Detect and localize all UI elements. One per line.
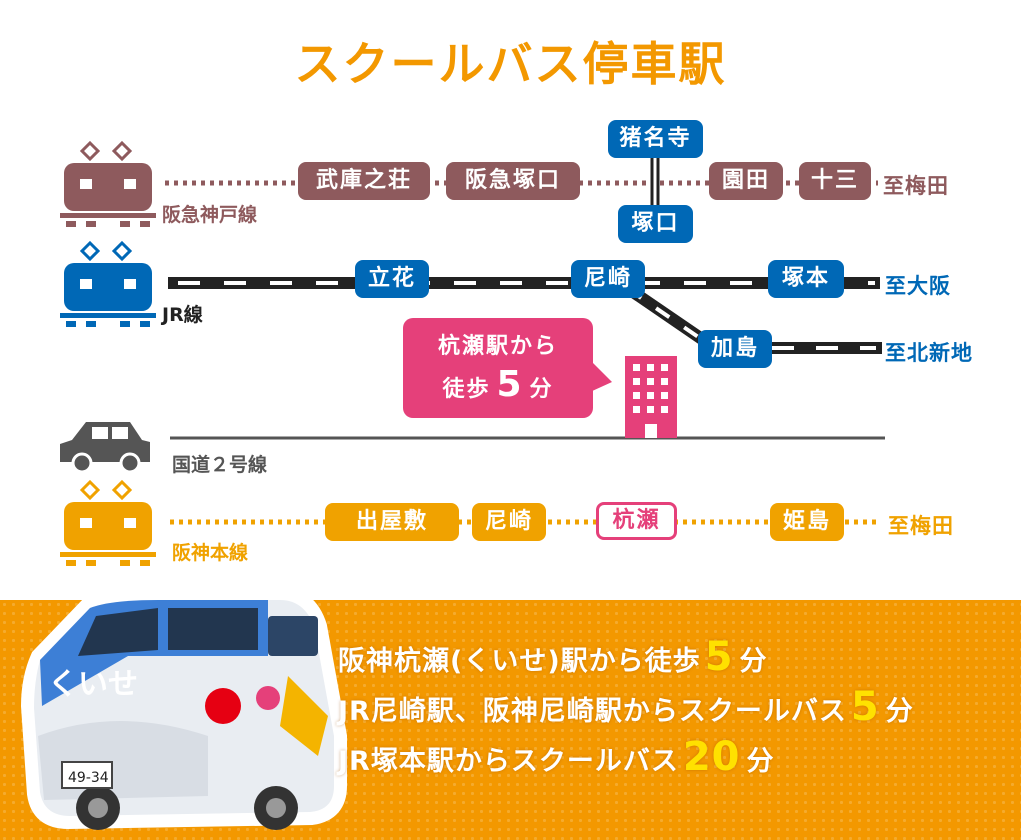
route-map: [60, 140, 885, 566]
hanshin-line-name: 阪神本線: [172, 542, 249, 564]
callout-line1: 杭瀬駅から: [437, 334, 558, 359]
jr-branch-destination: 至北新地: [885, 341, 973, 365]
road-name: 国道２号線: [172, 454, 268, 476]
station-deyashiki: 出屋敷: [325, 503, 459, 541]
school-bus-image: くいせ 49-34: [18, 586, 358, 840]
station-himejima: 姫島: [770, 503, 844, 541]
hanshin-destination: 至梅田: [888, 514, 954, 538]
callout-prefix: 徒歩: [442, 377, 491, 402]
access-row-text: 阪神杭瀬(くいせ)駅から徒歩: [338, 646, 701, 677]
access-row-number: 5: [704, 634, 734, 680]
station-hanshin-amagasaki: 尼崎: [472, 503, 546, 541]
station-inadera: 猪名寺: [608, 120, 703, 158]
access-row-number: 20: [682, 734, 741, 780]
access-row-unit: 分: [746, 746, 775, 777]
station-hankyu-tsukaguchi: 阪急塚口: [446, 162, 580, 200]
station-tsukaguchi: 塚口: [618, 205, 693, 243]
station-tachibana: 立花: [355, 260, 429, 298]
access-row-text: JR尼崎駅、阪神尼崎駅からスクールバス: [338, 696, 847, 727]
station-juso: 十三: [799, 162, 871, 200]
access-row-text: JR塚本駅からスクールバス: [338, 746, 679, 777]
access-row-number: 5: [850, 684, 880, 730]
jr-line-name: JR線: [162, 304, 203, 326]
van-plate: 49-34: [68, 770, 109, 786]
hankyu-train-icon: [60, 140, 156, 227]
access-row-unit: 分: [739, 646, 768, 677]
page-title: スクールバス停車駅: [294, 37, 727, 91]
hanshin-train-icon: [60, 479, 156, 566]
callout-number: 5: [496, 364, 524, 405]
jr-train-icon: [60, 240, 156, 327]
station-jr-amagasaki: 尼崎: [571, 260, 645, 298]
station-kuise: 杭瀬: [596, 502, 677, 540]
jr-destination: 至大阪: [885, 274, 951, 298]
school-building-icon: [625, 356, 677, 438]
callout-unit: 分: [529, 377, 554, 402]
access-row-unit: 分: [885, 696, 914, 727]
car-icon: [60, 422, 150, 474]
callout-pointer: [590, 360, 612, 392]
station-kashima: 加島: [698, 330, 772, 368]
van-brand: くいせ: [48, 667, 138, 702]
station-tsukamoto: 塚本: [768, 260, 844, 298]
station-sonoda: 園田: [709, 162, 783, 200]
hankyu-line-name: 阪急神戸線: [162, 204, 258, 226]
hankyu-destination: 至梅田: [883, 174, 949, 198]
station-mukonoso: 武庫之荘: [298, 162, 430, 200]
